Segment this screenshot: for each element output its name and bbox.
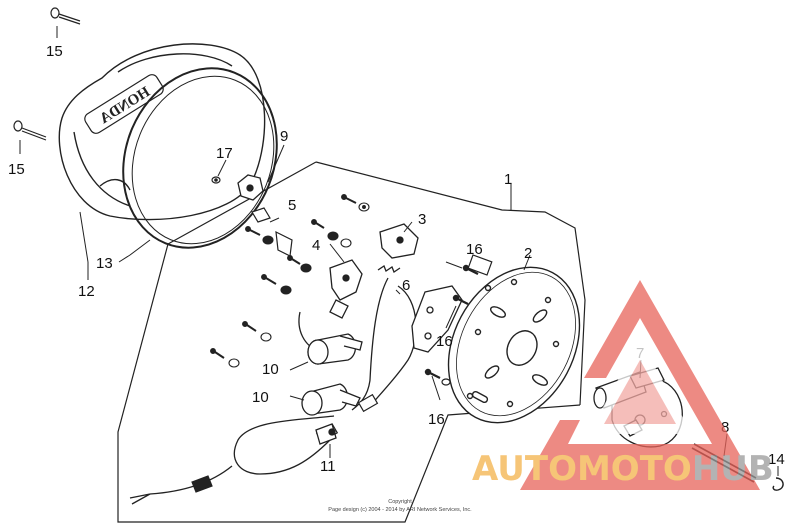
callout-1: 1	[504, 171, 512, 188]
watermark-triangle-mark	[520, 280, 760, 490]
cover-screws	[13, 7, 81, 141]
callout-5: 5	[288, 197, 296, 214]
svg-text:AUTOMOTOHUB: AUTOMOTOHUB	[472, 449, 774, 489]
copyright-line-2: Page design (c) 2004 - 2014 by ARI Netwo…	[328, 507, 472, 513]
contact-points-lower	[329, 259, 363, 319]
contact-points-upper	[379, 223, 419, 259]
grommet	[315, 423, 337, 445]
callout-12: 12	[78, 283, 95, 300]
callout-3: 3	[418, 211, 426, 228]
watermark-text-automoto: AUTOMOTO	[472, 449, 692, 489]
watermark-logo: AUTOMOTOHUB	[472, 280, 774, 490]
points-cover: HONDA	[58, 43, 266, 221]
hardware-set	[210, 194, 370, 368]
watermark-text-hub: HUB	[692, 449, 774, 489]
callout-6: 6	[402, 277, 410, 294]
leader-lines	[19, 26, 779, 476]
callout-11: 11	[320, 458, 336, 475]
copyright-line-1: Copyright	[388, 499, 412, 505]
base-plate	[447, 266, 581, 424]
callout-15-top: 15	[46, 43, 63, 60]
breaker-clip	[251, 207, 293, 257]
callout-10-upper: 10	[262, 361, 279, 378]
callout-16-lower: 16	[428, 411, 445, 428]
wiring-harness	[129, 265, 417, 505]
breaker-bracket	[411, 285, 463, 353]
wire-terminal	[191, 393, 379, 493]
callout-2: 2	[524, 245, 532, 262]
small-washer	[211, 176, 221, 184]
circlip	[772, 477, 784, 491]
callout-8: 8	[721, 419, 729, 436]
callout-15-left: 15	[8, 161, 25, 178]
callout-16-upper: 16	[466, 241, 483, 258]
callout-4: 4	[312, 237, 320, 254]
cap-nut	[237, 174, 264, 201]
copyright-notice: Copyright Page design (c) 2004 - 2014 by…	[328, 499, 472, 513]
callout-17: 17	[216, 145, 233, 162]
condenser-lower	[301, 383, 361, 416]
callout-10-lower: 10	[252, 389, 269, 406]
callout-16-middle: 16	[436, 333, 453, 350]
callout-labels: 1 2 3 4 5 6 7 8 9 10 10 11 12 13 14 15 1…	[8, 43, 785, 475]
gasket	[122, 67, 278, 249]
condenser-upper	[307, 333, 363, 365]
callout-13: 13	[96, 255, 113, 272]
callout-14: 14	[768, 451, 785, 468]
callout-9: 9	[280, 128, 288, 145]
